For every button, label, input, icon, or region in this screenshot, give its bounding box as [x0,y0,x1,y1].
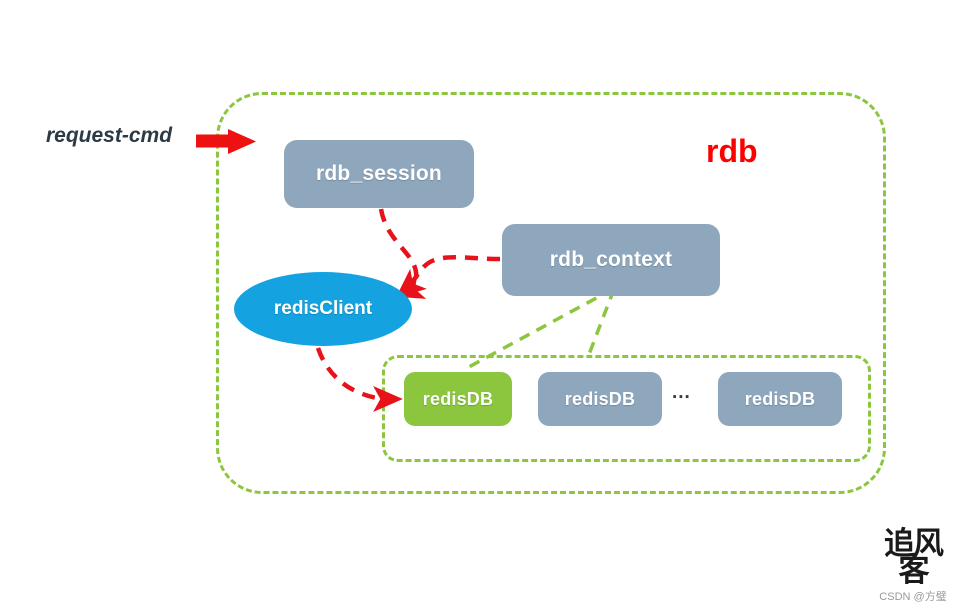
redisdb-ellipsis-label: ... [672,382,691,403]
rdb-outer-container [216,92,886,494]
node-rdb-session[interactable]: rdb_session [284,140,474,208]
node-redis-db-last[interactable]: redisDB [718,372,842,426]
watermark: 追风客 CSDN @方璧 [872,506,954,604]
request-cmd-label: request-cmd [46,124,173,147]
watermark-caption: CSDN @方璧 [879,591,947,603]
node-redis-db-second[interactable]: redisDB [538,372,662,426]
rdb-title-label: rdb [706,133,758,169]
node-redis-db-active[interactable]: redisDB [404,372,512,426]
node-rdb-context[interactable]: rdb_context [502,224,720,296]
node-redis-client[interactable]: redisClient [234,272,412,346]
watermark-seal-icon: 追风客 [884,526,944,589]
